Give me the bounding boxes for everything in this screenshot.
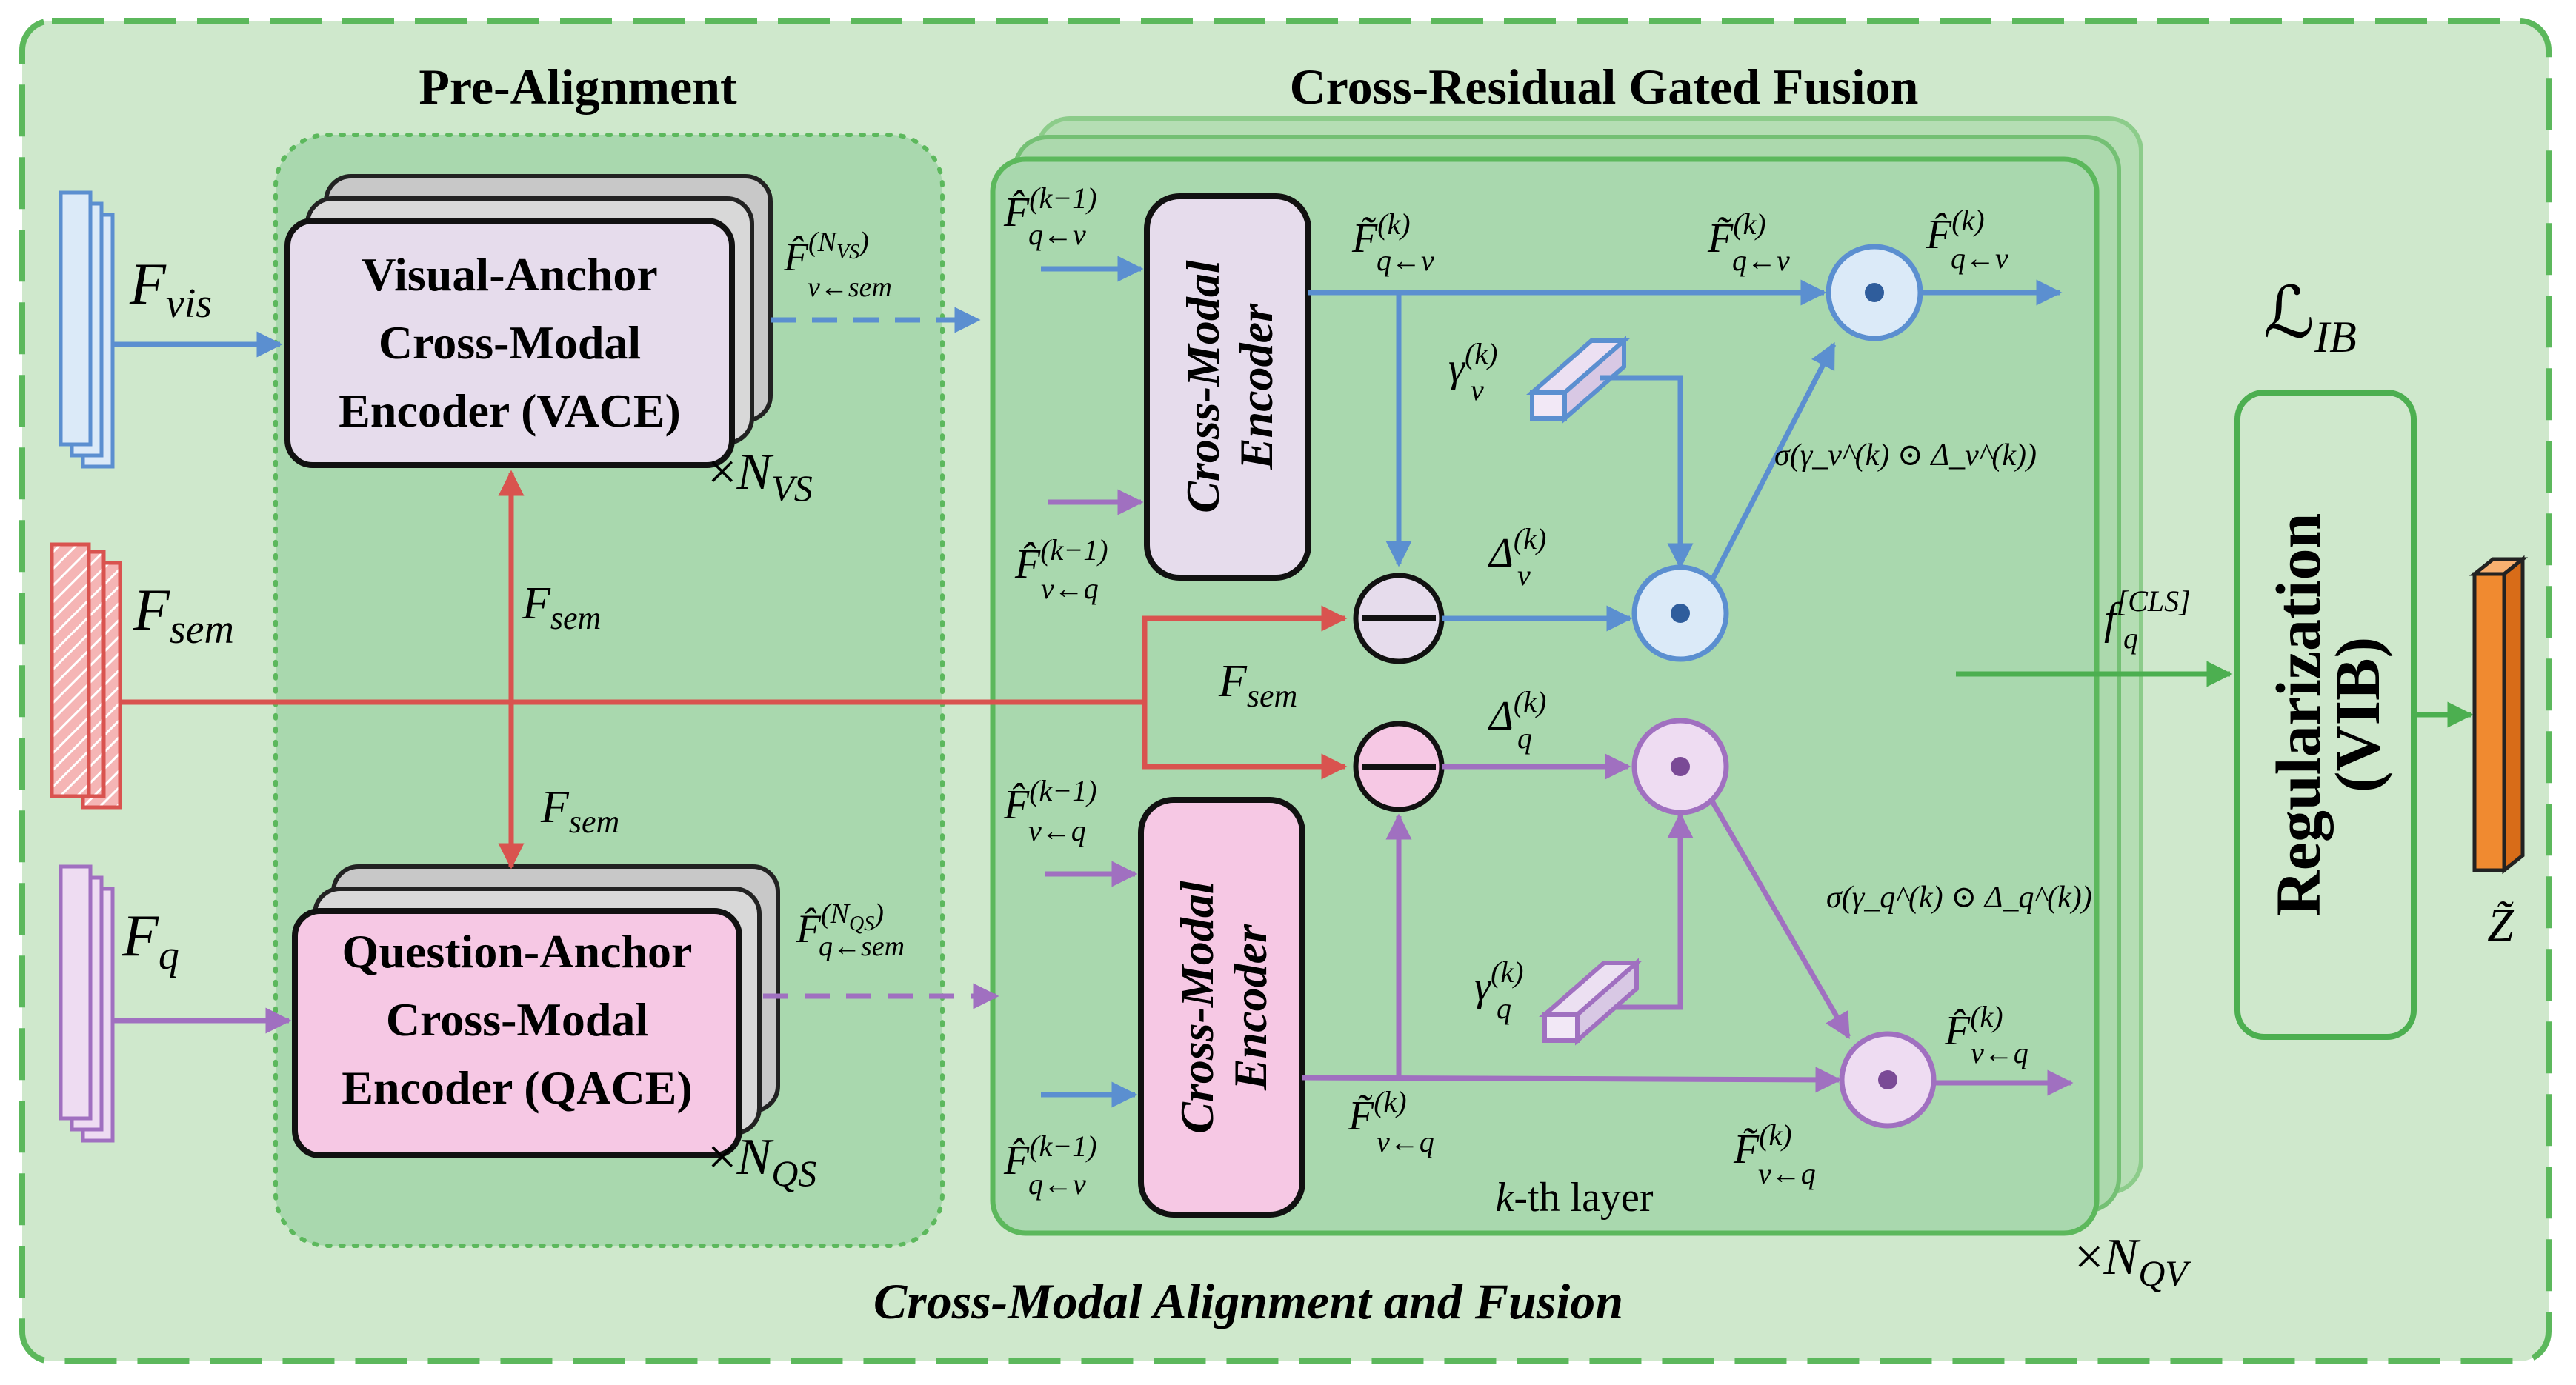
vace-line3: Encoder (VACE) <box>339 384 681 437</box>
encoder-lower-line1: Cross-Modal <box>1171 881 1223 1134</box>
odot-dot-q-out <box>1878 1070 1897 1089</box>
f-vis-label: Fvis <box>129 252 212 327</box>
fhat-v-q-km1-lower-sub: v←q <box>1028 814 1086 847</box>
delta-q-sub: q <box>1517 721 1532 755</box>
fhat-q-v-km1-lower-sub: q←v <box>1028 1167 1086 1201</box>
gamma-q-sub: q <box>1497 992 1511 1025</box>
times-nvs: ×NVS <box>708 444 813 509</box>
ftilde-q-v-label-right: F̃(k) <box>1707 207 1766 261</box>
fhat-q-v-out-sub: q←v <box>1951 241 2008 275</box>
gamma-q-block <box>1539 958 1643 1046</box>
ftilde-v-q-label-sub: v←q <box>1377 1125 1434 1158</box>
gamma-v-label: γ(k) <box>1448 337 1497 391</box>
f-sem-label-crgf: Fsem <box>1218 656 1297 714</box>
odot-dot-q-gate <box>1671 757 1690 776</box>
f-q-input-stack <box>59 864 115 1143</box>
z-tilde-output-block <box>2469 555 2529 875</box>
f-sem-to-minus-q <box>1142 702 1348 780</box>
vace-line1: Visual-Anchor <box>362 248 657 301</box>
times-nqv: ×NQV <box>2074 1229 2191 1294</box>
encoder-lower-line2: Encoder <box>1224 924 1277 1091</box>
ftilde-q-v-label-right-sub: q←v <box>1732 244 1790 277</box>
ftilde-q-v-label: F̃(k) <box>1351 207 1411 261</box>
qace-line3: Encoder (QACE) <box>342 1061 692 1114</box>
f-sem-input-stack <box>50 542 122 810</box>
gamma-v-sub: v <box>1471 373 1484 407</box>
ftilde-v-q-label-right-sub: v←q <box>1758 1157 1816 1190</box>
sigma-q-arrow <box>1708 798 1851 1040</box>
ftilde-v-q-label-right: F̃(k) <box>1733 1118 1792 1172</box>
times-nqs: ×NQS <box>708 1129 816 1194</box>
fhat-q-v-km1-lower: F̂(k−1) <box>1003 1129 1097 1184</box>
ftilde-v-q-main <box>1302 1067 1842 1093</box>
gamma-q-label: γ(k) <box>1474 955 1523 1009</box>
odot-dot-v-out <box>1865 283 1884 302</box>
fhat-v-q-km1-lower: F̂(k−1) <box>1003 774 1097 828</box>
pre-alignment-title: Pre-Alignment <box>419 59 737 115</box>
vace-box <box>284 218 735 468</box>
odot-dot-v-gate <box>1671 604 1690 623</box>
fhat-v-q-out-label: F̂(k) <box>1944 1000 2003 1054</box>
fhat-q-v-km1-upper: F̂(k−1) <box>1003 181 1097 236</box>
fhat-v-q-km1-upper-sub: v←q <box>1041 572 1099 605</box>
gamma-q-to-odot <box>1614 812 1694 1010</box>
ftilde-v-q-label: F̃(k) <box>1348 1085 1407 1139</box>
qace-line1: Question-Anchor <box>342 925 693 978</box>
f-sem-input-label: Fsem <box>133 578 234 653</box>
qace-box <box>292 908 742 1158</box>
k-th-layer-label: k-th layer <box>1496 1175 1654 1221</box>
delta-v-label: Δ(k) <box>1488 522 1546 576</box>
fhat-v-q-km1-upper: F̂(k−1) <box>1014 533 1108 587</box>
encoder-upper-line1: Cross-Modal <box>1176 260 1229 513</box>
gamma-v-block <box>1526 336 1630 424</box>
sigma-v-label: σ(γ_v^(k) ⊙ Δ_v^(k)) <box>1774 438 2037 473</box>
f-sem-to-minus-v <box>1142 605 1348 702</box>
f-v-sem-nvs-label: F̂(NVS) <box>783 227 869 279</box>
delta-q-label: Δ(k) <box>1488 685 1546 739</box>
vace-line2: Cross-Modal <box>379 316 641 369</box>
f-sem-label-lower: Fsem <box>540 782 619 840</box>
gamma-v-to-odot <box>1600 375 1694 570</box>
qace-line2: Cross-Modal <box>386 993 648 1046</box>
crgf-title: Cross-Residual Gated Fusion <box>1290 59 1919 115</box>
f-cls-sub: q <box>2123 621 2138 655</box>
encoder-upper <box>1144 193 1311 581</box>
f-q-label: Fq <box>122 904 179 978</box>
regularization-line2: (VIB) <box>2322 637 2393 792</box>
sigma-q-label: σ(γ_q^(k) ⊙ Δ_q^(k)) <box>1826 881 2092 915</box>
f-q-sem-sub: q←sem <box>819 931 905 962</box>
bottom-title: Cross-Modal Alignment and Fusion <box>873 1273 1623 1329</box>
sigma-v-arrow <box>1708 341 1837 583</box>
loss-ib-label: ℒIB <box>2263 273 2357 361</box>
z-tilde-label: Z̃ <box>2487 898 2515 951</box>
f-sem-label-upper: Fsem <box>522 578 601 636</box>
f-q-sem-nqs-label: F̂(NQS) <box>796 898 884 951</box>
regularization-line1: Regularization <box>2263 513 2334 917</box>
f-vis-input-stack <box>59 190 115 469</box>
fhat-v-q-out-sub: v←q <box>1971 1036 2028 1069</box>
fhat-q-v-out-label: F̂(k) <box>1926 204 1985 258</box>
delta-v-sub: v <box>1517 558 1531 592</box>
ftilde-q-v-label-sub: q←v <box>1377 244 1434 277</box>
f-v-sem-sub: v←sem <box>808 272 892 303</box>
encoder-upper-line2: Encoder <box>1230 303 1282 470</box>
fhat-q-v-km1-upper-sub: q←v <box>1028 218 1086 251</box>
encoder-lower <box>1138 797 1305 1218</box>
